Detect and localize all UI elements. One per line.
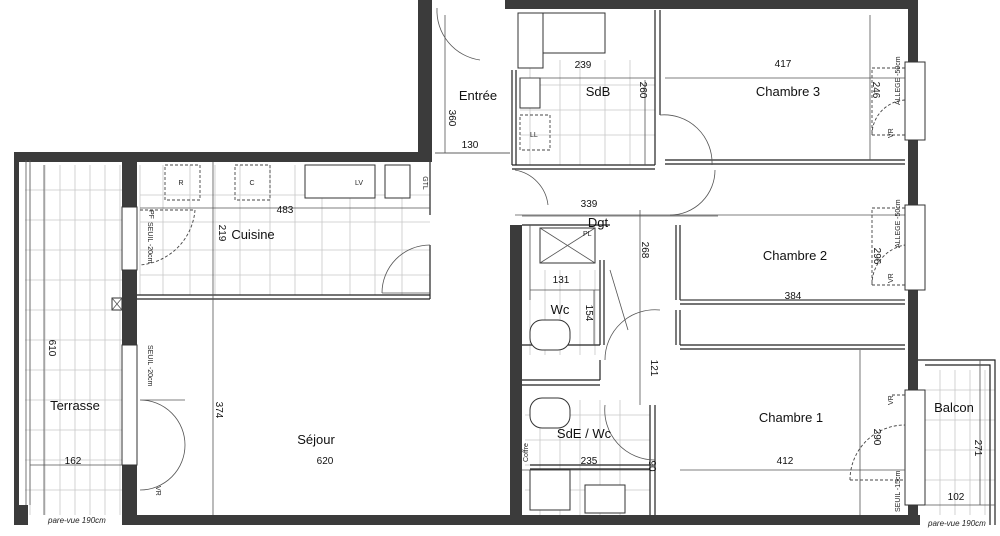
room-labels: Entrée SdB Chambre 3 Cuisine Dgt Chambre…	[50, 84, 974, 447]
dim-cuisine-depth: 219	[216, 225, 227, 242]
label-pf: PF	[147, 210, 154, 219]
dim-chambre3-depth: 246	[870, 82, 881, 99]
room-sdb: SdB	[586, 84, 611, 99]
dim-terrasse-width: 162	[65, 456, 82, 467]
label-seuil-ch1: SEUIL -15cm	[895, 470, 902, 512]
dim-door-121: 121	[648, 360, 659, 377]
label-pare-vue-balcon: pare-vue 190cm	[927, 519, 986, 528]
room-dgt: Dgt	[588, 215, 609, 230]
label-cooker: C	[249, 180, 254, 187]
dim-sejour-depth: 374	[213, 402, 224, 419]
label-fridge: R	[178, 180, 183, 187]
dim-sde-width: 235	[581, 456, 598, 467]
label-allege-ch3: ALLEGE -50cm	[895, 56, 902, 105]
dim-chambre2-width: 384	[785, 291, 802, 302]
dim-sejour-width: 620	[317, 456, 334, 467]
room-balcon: Balcon	[934, 400, 974, 415]
dim-chambre2-depth: 296	[871, 248, 882, 265]
toilet-wc	[529, 319, 571, 351]
label-vr: VR	[154, 486, 161, 496]
label-shower-pl: PL	[583, 231, 592, 238]
room-cuisine: Cuisine	[231, 227, 274, 242]
label-gtl: GTL	[421, 176, 428, 190]
door-swings	[139, 7, 906, 491]
label-vr-ch1: VR	[888, 395, 895, 405]
dim-terrasse-depth: 610	[46, 340, 57, 357]
label-vr-ch3: VR	[888, 128, 895, 138]
annotations: R C LV GTL LL PL PF SEUIL -20cm SEUIL -2…	[47, 56, 986, 528]
shower-tray	[529, 469, 571, 511]
balcony-tiles	[925, 370, 995, 515]
label-dishwasher: LV	[355, 180, 363, 187]
windows	[25, 61, 926, 506]
dim-dgt-width: 339	[581, 199, 598, 210]
label-pare-vue-terrasse: pare-vue 190cm	[47, 516, 106, 525]
label-washing-machine: LL	[530, 132, 538, 139]
dim-sdb-depth: 260	[637, 82, 648, 99]
balcony	[918, 359, 996, 525]
dim-cuisine-width: 483	[277, 205, 294, 216]
fixtures	[111, 12, 626, 514]
dim-chambre3-width: 417	[775, 59, 792, 70]
dimension-lines	[30, 15, 995, 515]
room-chambre2: Chambre 2	[763, 248, 827, 263]
room-wc: Wc	[551, 302, 570, 317]
dim-chambre1-depth: 290	[871, 429, 882, 446]
kitchen-tiles	[139, 165, 430, 295]
walls	[14, 0, 920, 525]
room-entree: Entrée	[459, 88, 497, 103]
dim-balcon-depth: 271	[972, 440, 983, 457]
bath-tiles	[520, 60, 655, 515]
dim-balcon-width: 102	[948, 492, 965, 503]
bath-sink	[519, 77, 541, 109]
toilet-sde	[529, 397, 571, 429]
label-seuil-kitchen: SEUIL -20cm	[146, 222, 153, 264]
label-coffre: Coffre	[523, 443, 530, 462]
room-chambre3: Chambre 3	[756, 84, 820, 99]
label-allege-ch2: ALLEGE -50cm	[895, 199, 902, 248]
room-sde-wc: SdE / Wc	[557, 426, 612, 441]
dim-sde-90: 90	[646, 460, 657, 472]
room-sejour: Séjour	[297, 432, 335, 447]
sde-sink	[584, 484, 626, 514]
kitchen-sink	[304, 164, 376, 199]
dim-chambre1-width: 412	[777, 456, 794, 467]
dim-sdb-width: 239	[575, 60, 592, 71]
dim-wc-depth: 154	[583, 305, 594, 322]
room-chambre1: Chambre 1	[759, 410, 823, 425]
dim-dgt-depth: 268	[639, 242, 650, 259]
dim-wc-width: 131	[553, 275, 570, 286]
dimension-labels: 239 417 260 246 360 130 483 219 339 268 …	[46, 59, 983, 503]
dim-entree-width: 130	[462, 140, 479, 151]
label-vr-ch2: VR	[888, 273, 895, 283]
label-seuil-sejour: SEUIL -20cm	[146, 345, 153, 387]
room-terrasse: Terrasse	[50, 398, 100, 413]
dim-entree-depth: 360	[446, 110, 457, 127]
